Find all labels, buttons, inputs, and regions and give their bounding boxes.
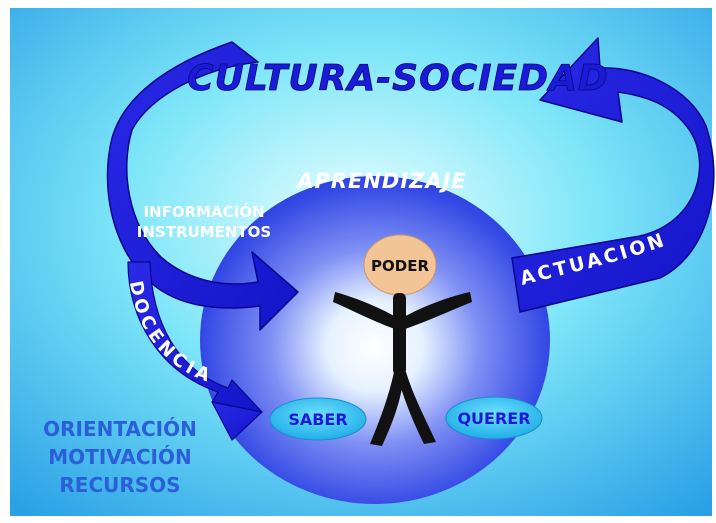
diagram-title: CULTURA-SOCIEDAD <box>187 58 609 99</box>
center-label: APRENDIZAJE <box>295 169 467 193</box>
left-arrow <box>106 41 299 331</box>
figure-right-leg <box>396 372 436 444</box>
bottom-line-3: RECURSOS <box>59 473 180 497</box>
figure-left-arm <box>333 292 398 330</box>
head-label: PODER <box>371 257 429 275</box>
bottom-line-1: ORIENTACIÓN <box>43 417 197 441</box>
querer-label: QUERER <box>457 409 530 428</box>
figure-body <box>393 293 406 375</box>
saber-label: SABER <box>288 410 347 429</box>
figure-left-leg <box>370 372 404 446</box>
saber-bubble: SABER <box>269 397 367 441</box>
figure-right-arm <box>402 292 472 330</box>
querer-bubble: QUERER <box>445 396 543 440</box>
input-label-2: INSTRUMENTOS <box>137 223 271 241</box>
bottom-line-2: MOTIVACIÓN <box>48 445 191 469</box>
stick-figure-icon: PODER <box>333 234 472 446</box>
docencia-arrow <box>127 261 263 441</box>
right-arrow <box>511 37 715 313</box>
input-label-1: INFORMACIÓN <box>143 202 264 221</box>
